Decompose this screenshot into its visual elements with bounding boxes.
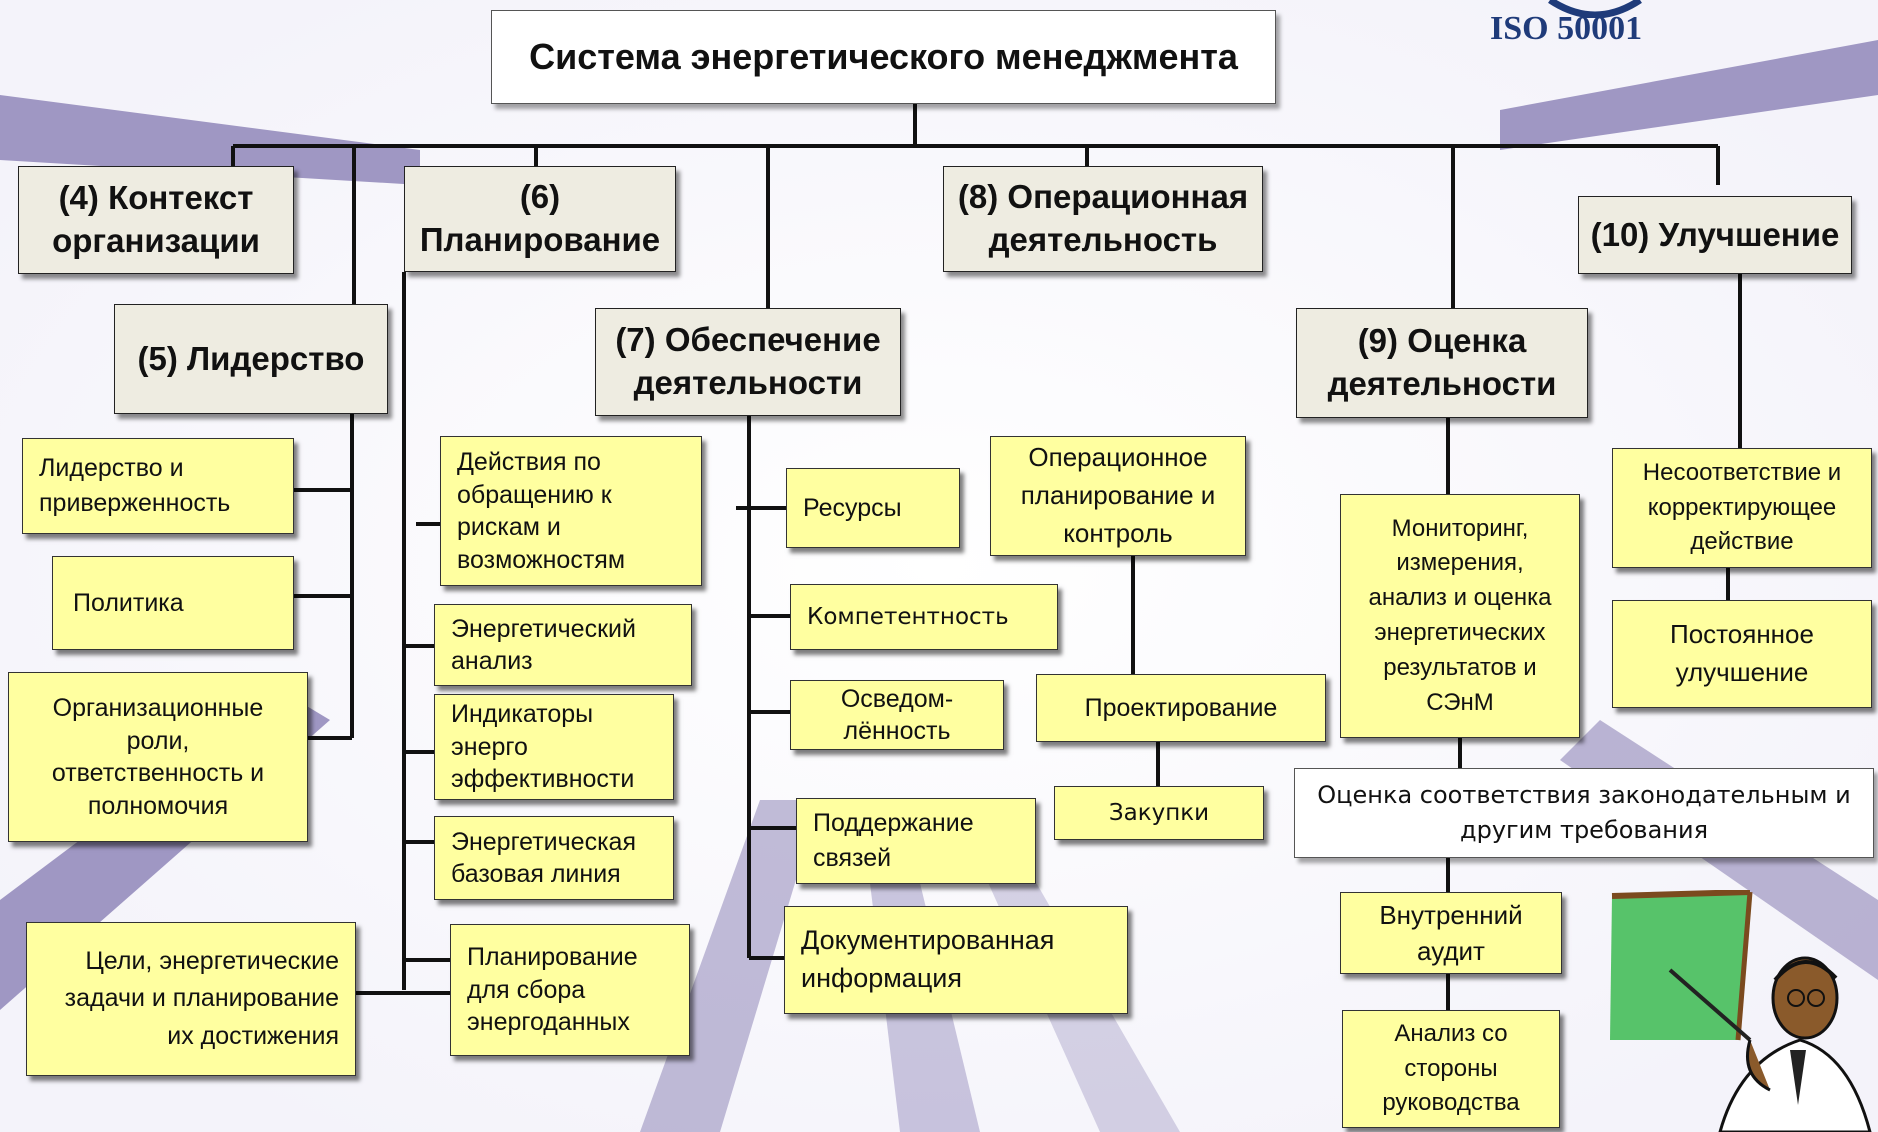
planning-item: Планирование для сбора энергоданных bbox=[450, 924, 690, 1056]
section-context: (4) Контекст организации bbox=[18, 166, 294, 274]
operation-item: Операционное планирование и контроль bbox=[990, 436, 1246, 556]
planning-item: Индикаторы энерго эффективности bbox=[434, 694, 674, 800]
teacher-with-pointer-icon bbox=[1610, 890, 1872, 1132]
section-operation: (8) Операционная деятельность bbox=[943, 166, 1263, 272]
planning-objectives: Цели, энергетические задачи и планирован… bbox=[26, 922, 356, 1076]
support-item: Ресурсы bbox=[786, 468, 960, 548]
section-support: (7) Обеспечение деятельности bbox=[595, 308, 901, 416]
section-improvement: (10) Улучшение bbox=[1578, 196, 1852, 274]
operation-item: Закупки bbox=[1054, 786, 1264, 840]
leadership-item: Лидерство и приверженность bbox=[22, 438, 294, 534]
leadership-item: Организационные роли, ответственность и … bbox=[8, 672, 308, 842]
section-evaluation: (9) Оценка деятельности bbox=[1296, 308, 1588, 418]
evaluation-item: Мониторинг, измерения, анализ и оценка э… bbox=[1340, 494, 1580, 738]
diagram-title: Система энергетического менеджмента bbox=[491, 10, 1276, 104]
improvement-item: Постоянное улучшение bbox=[1612, 600, 1872, 708]
iso-logo-arc-icon bbox=[1548, 0, 1642, 18]
support-item: Поддержание связей bbox=[796, 798, 1036, 884]
planning-item: Энергетический анализ bbox=[434, 604, 692, 686]
improvement-item: Несоответствие и корректирующее действие bbox=[1612, 448, 1872, 568]
support-item: Компетентность bbox=[790, 584, 1058, 650]
operation-item: Проектирование bbox=[1036, 674, 1326, 742]
evaluation-item: Оценка соответствия законодательным и др… bbox=[1294, 768, 1874, 858]
support-item: Осведом- лённость bbox=[790, 680, 1004, 750]
iso-logo-text: ISO 50001 bbox=[1490, 10, 1643, 47]
leadership-item: Политика bbox=[52, 556, 294, 650]
evaluation-item: Анализ со стороны руководства bbox=[1342, 1010, 1560, 1128]
section-leadership: (5) Лидерство bbox=[114, 304, 388, 414]
support-item: Документированная информация bbox=[784, 906, 1128, 1014]
section-planning: (6) Планирование bbox=[404, 166, 676, 272]
planning-item: Действия по обращению к рискам и возможн… bbox=[440, 436, 702, 586]
evaluation-item: Внутренний аудит bbox=[1340, 892, 1562, 974]
planning-item: Энергетическая базовая линия bbox=[434, 816, 674, 900]
